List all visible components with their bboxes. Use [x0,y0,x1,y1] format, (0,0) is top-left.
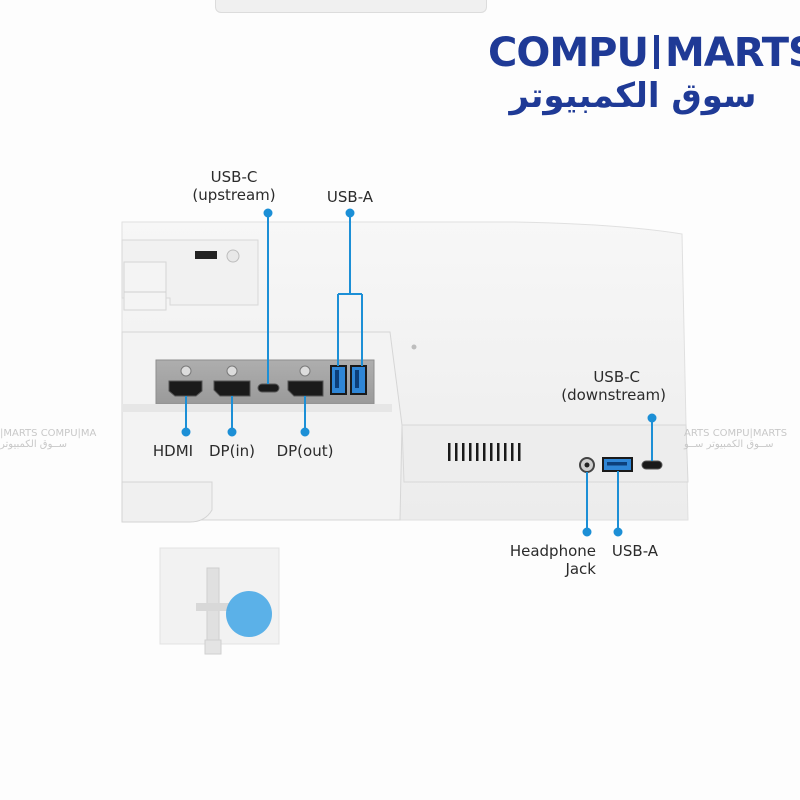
logo-divider [653,35,659,69]
logo-text-marts: MARTS [664,30,800,76]
usb-c-upstream-label: USB-C (upstream) [182,168,286,204]
usb-c-downstream-label: USB-C (downstream) [544,368,666,404]
usb-c-downstream-label-line2: (downstream) [561,386,666,404]
usb-c-upstream-label-line1: USB-C [210,168,258,186]
dp-out-label: DP(out) [276,442,334,460]
vent-grille [448,443,521,461]
usb-c-upstream-label-line2: (upstream) [192,186,276,204]
watermark-right-arabic: ســوق الكمبيوتر ســو [684,439,774,450]
usb-a-rear-label: USB-A [326,188,374,206]
headphone-jack-label-line1: Headphone [509,542,596,560]
headphone-jack-label: Headphone Jack [494,542,596,578]
dp-in-label: DP(in) [209,442,255,460]
product-image-top-edge [215,0,487,13]
mount-slot [195,251,217,259]
thumbnail-highlight-circle [226,591,272,637]
hdmi-label: HDMI [152,442,194,460]
dp-out-port [287,380,324,397]
hdmi-port [168,380,203,397]
watermark-right-text: ARTS COMPU|MARTS [684,428,788,439]
usb-a-side-label: USB-A [611,542,659,560]
stand-neck-top [123,261,167,311]
headphone-jack-label-line2: Jack [565,560,596,578]
stand-base [121,481,213,523]
watermark-left-arabic: ســوق الكمبيوتر [0,439,67,450]
logo-text-arabic: سوق الكمبيوتر [509,76,757,116]
watermark-right: ARTS COMPU|MARTS ســوق الكمبيوتر ســو [684,428,787,450]
callout-lines [181,208,657,537]
watermark-left-text: |MARTS COMPU|MA [0,428,97,439]
dp-in-port [213,380,251,397]
side-port-strip [401,424,689,483]
compumarts-logo: COMPU MARTS سوق الكمبيوتر [488,30,800,120]
watermark-left: |MARTS COMPU|MA ســوق الكمبيوتر [0,428,96,450]
logo-text-compu: COMPU [488,30,649,76]
usb-c-upstream-port [257,383,280,393]
mount-screw [226,249,240,263]
usb-c-downstream-label-line1: USB-C [593,368,640,386]
sensor-dot [411,344,417,350]
rear-port-shelf [122,404,392,412]
usb-c-downstream-port [641,460,663,470]
monitor-thumbnail [159,547,280,655]
